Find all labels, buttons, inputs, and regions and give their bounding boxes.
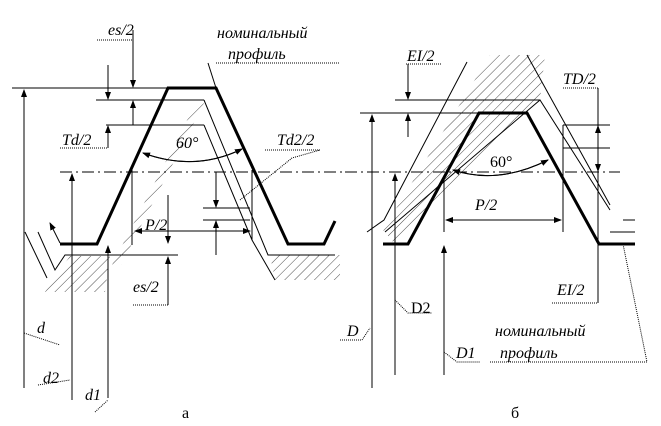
- label-es-top: es/2: [108, 22, 134, 39]
- caption-a: а: [182, 405, 189, 422]
- label-D2: D2: [411, 300, 431, 317]
- tolerance-zone-hatch: [112, 103, 204, 265]
- nominal-profile-nut: [383, 111, 635, 246]
- label-angle: 60°: [176, 135, 199, 152]
- label-nominal: номинальный: [217, 25, 308, 42]
- bolt-thread-diagram: es/2 Td/2 60° Td2/2 P/2 es/2 d d2 d1 ном…: [12, 22, 345, 422]
- label-d: d: [37, 320, 46, 337]
- label-D: D: [346, 323, 359, 340]
- nut-thread-diagram: EI/2 TD/2 60° P/2 EI/2 D2 D D1 номинальн…: [340, 48, 648, 422]
- label-pitch-nut: P/2: [474, 197, 497, 214]
- label-TD: TD/2: [563, 71, 596, 88]
- label-ei-bottom: EI/2: [556, 282, 585, 299]
- label-profile: профиль: [228, 46, 286, 63]
- label-ei-top: EI/2: [406, 48, 435, 65]
- nut-tolerance-hatch: [383, 55, 545, 244]
- label-D1: D1: [455, 345, 476, 362]
- label-pitch: P/2: [144, 217, 167, 234]
- label-profile-nut: профиль: [500, 345, 558, 362]
- label-angle-nut: 60°: [490, 154, 512, 171]
- label-nominal-nut: номинальный: [495, 323, 586, 340]
- label-td: Td/2: [62, 132, 91, 149]
- root-zone-hatch: [45, 256, 110, 292]
- root-zone-hatch-right: [270, 255, 340, 280]
- label-d2: d2: [43, 370, 59, 387]
- label-d1: d1: [85, 387, 101, 404]
- label-td2: Td2/2: [277, 132, 314, 149]
- caption-b: б: [511, 405, 519, 422]
- label-es-bottom: es/2: [133, 279, 159, 296]
